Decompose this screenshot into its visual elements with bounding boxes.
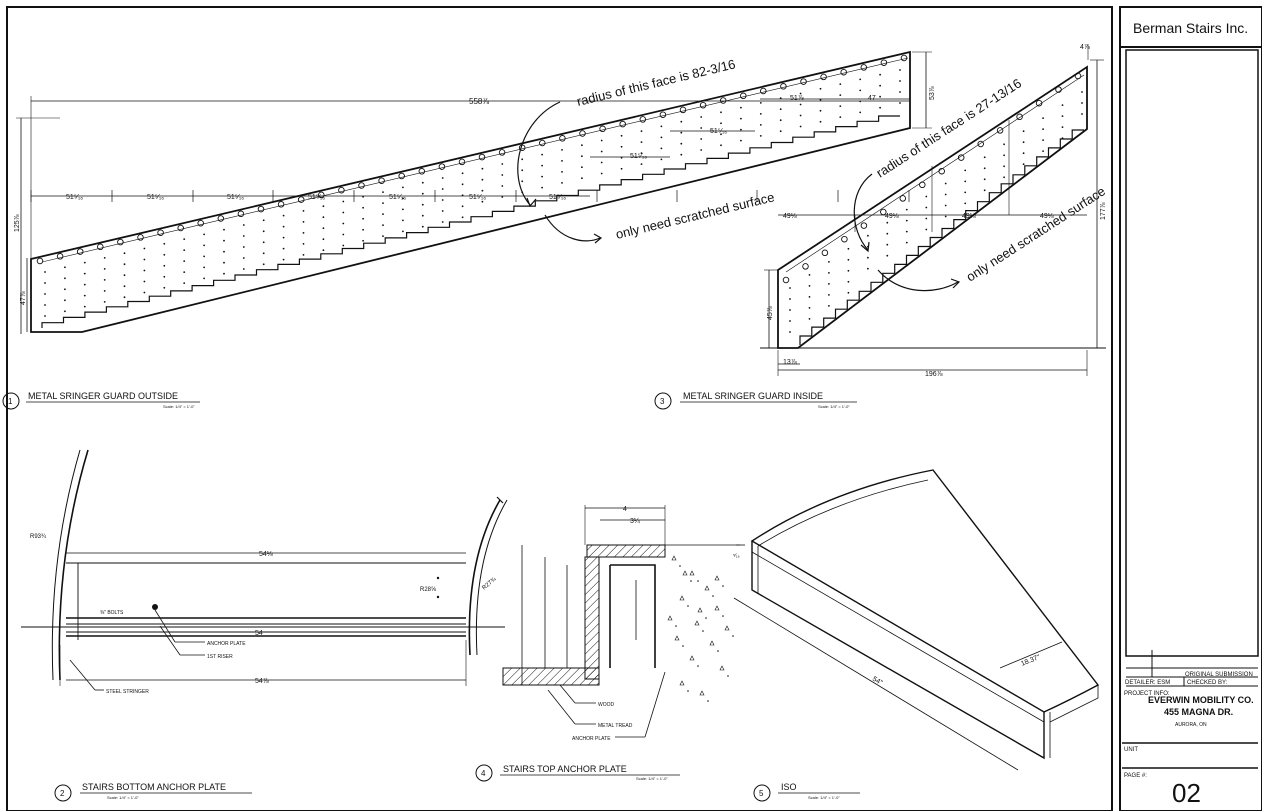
view2-bottom-anchor-plate: R93¾ 54⅛ 54 54⅞ R28⅝ R27¾ ⅜" BOLTS ANCHO… [21, 449, 508, 695]
v2-radius-small: R28⅝ [420, 587, 437, 593]
view3-label: 3 METAL SRINGER GUARD INSIDE Scale: 1/4"… [654, 391, 857, 410]
v1-seg-dim: 51⁵⁄₁₆ [630, 153, 647, 160]
svg-text:3: 3 [660, 397, 665, 406]
svg-text:Scale: 1/4" = 1'-0": Scale: 1/4" = 1'-0" [107, 795, 139, 800]
page-label: PAGE #: [1124, 773, 1147, 779]
unit-label: UNIT [1124, 747, 1138, 753]
view2-label: 2 STAIRS BOTTOM ANCHOR PLATE Scale: 1/4"… [54, 782, 252, 802]
original-submission: ORIGINAL SUBMISSION [1185, 672, 1253, 678]
view5-iso: ⁵⁄₁₆ 54" 18.37" [733, 469, 1100, 771]
v2-mid-dim: 54 [255, 630, 263, 637]
v3-seg-dim: 49⅛ [962, 213, 976, 220]
company-name: Berman Stairs Inc. [1133, 20, 1248, 36]
v5-length-dim: 54" [871, 676, 884, 687]
v1-seg-dim: 51⁵⁄₁₆ [308, 194, 325, 201]
svg-text:STAIRS BOTTOM ANCHOR PLATE: STAIRS BOTTOM ANCHOR PLATE [82, 782, 226, 792]
v3-right-height-dim: 177⅞ [1100, 202, 1107, 220]
v4-wood-label: WOOD [598, 702, 614, 708]
v2-steel-stringer-label: STEEL STRINGER [106, 689, 149, 695]
svg-text:Scale: 1/4" = 1'-0": Scale: 1/4" = 1'-0" [636, 776, 668, 781]
detailer: DETAILER: ESM [1125, 680, 1170, 686]
v3-seg-dim: 49⅛ [783, 213, 797, 220]
v1-right-dim-a: 51⅞ [790, 95, 804, 102]
v2-first-riser-label: 1ST RISER [207, 654, 233, 660]
checked-by: CHECKED BY: [1187, 680, 1228, 686]
v2-top-dim: 54⅛ [259, 551, 273, 558]
v1-seg-dim: 51⁵⁄₁₆ [710, 128, 727, 135]
v1-seg-dim: 51⁵⁄₁₆ [147, 194, 164, 201]
title-block-border [1119, 6, 1262, 811]
svg-text:ISO: ISO [781, 782, 797, 792]
view5-label: 5 ISO Scale: 1/4" = 1'-0" [753, 782, 860, 802]
v1-scratch-note: only need scratched surface [614, 189, 776, 242]
svg-text:1: 1 [8, 397, 13, 406]
v2-radius-left: R93¾ [30, 534, 47, 540]
svg-text:2: 2 [60, 789, 65, 798]
v4-sub-dim: 3¼ [630, 518, 640, 525]
v3-overall-dim: 196⅞ [925, 371, 943, 378]
v1-seg-dim: 51⁵⁄₁₆ [549, 194, 566, 201]
v4-anchor-plate-label: ANCHOR PLATE [572, 736, 611, 742]
v2-bolts-label: ⅜" BOLTS [100, 610, 124, 616]
v1-left-low-dim: 47⅞ [20, 291, 27, 305]
v3-seg-dim: 49⅛ [885, 213, 899, 220]
svg-text:5: 5 [759, 789, 764, 798]
view1-stringer-outside: 558⅞ 51⁵⁄₁₆ 51⁵⁄₁₆ 51⁵⁄₁₆ 51⁵⁄₁₆ 51⁵⁄₁₆ … [14, 50, 936, 334]
svg-text:METAL SRINGER GUARD INSIDE: METAL SRINGER GUARD INSIDE [683, 391, 823, 401]
v5-width-dim: 18.37" [1020, 654, 1042, 668]
v2-bottom-dim: 54⅞ [255, 678, 269, 685]
v1-seg-dim: 51⁵⁄₁₆ [389, 194, 406, 201]
v1-seg-dim: 51⁵⁄₁₆ [469, 194, 486, 201]
v1-overall-dim: 558⅞ [469, 97, 489, 106]
v1-right-dim-b: 47 [868, 95, 876, 102]
view4-top-anchor-plate: 4 3¼ WOOD METAL TREAD ANCHOR PLATE [502, 505, 740, 742]
v3-left-height-dim: 45⅞ [767, 306, 774, 320]
v5-thickness-dim: ⁵⁄₁₆ [733, 553, 740, 559]
drawing-border [6, 6, 1113, 811]
view4-label: 4 STAIRS TOP ANCHOR PLATE Scale: 1/4" = … [475, 764, 680, 782]
v2-anchor-plate-label: ANCHOR PLATE [207, 641, 246, 647]
page-number: 02 [1172, 778, 1201, 808]
v1-seg-dim: 51⁵⁄₁₆ [66, 194, 83, 201]
v1-left-height-dim: 125⅞ [14, 214, 21, 232]
v3-scratch-note: only need scratched surface [963, 183, 1108, 284]
project-info-label: PROJECT INFO: [1124, 691, 1170, 697]
v4-top-dim: 4 [623, 506, 627, 513]
v4-metal-tread-label: METAL TREAD [598, 723, 633, 729]
v3-top-dim: 4⅞ [1080, 44, 1090, 51]
svg-text:Scale: 1/4" = 1'-0": Scale: 1/4" = 1'-0" [818, 404, 850, 409]
svg-text:4: 4 [481, 769, 486, 778]
v1-seg-dim: 51⁵⁄₁₆ [227, 194, 244, 201]
v3-seg-dim: 49⅛ [1040, 213, 1054, 220]
project-address: 455 MAGNA DR. [1164, 707, 1233, 717]
v3-bottom-left-dim: 13⅞ [783, 359, 797, 366]
svg-text:Scale: 1/4" = 1'-0": Scale: 1/4" = 1'-0" [163, 404, 195, 409]
v2-radius-right: R27¾ [481, 576, 498, 592]
svg-text:STAIRS TOP ANCHOR PLATE: STAIRS TOP ANCHOR PLATE [503, 764, 627, 774]
v1-top-right-dim: 53⅞ [929, 86, 936, 100]
project-name: EVERWIN MOBILITY CO. [1148, 695, 1254, 705]
view1-label: 1 METAL SRINGER GUARD OUTSIDE Scale: 1/4… [2, 391, 200, 410]
svg-text:METAL SRINGER GUARD OUTSIDE: METAL SRINGER GUARD OUTSIDE [28, 391, 178, 401]
project-city: AURORA, ON [1175, 722, 1207, 728]
svg-text:Scale: 1/4" = 1'-0": Scale: 1/4" = 1'-0" [808, 795, 840, 800]
